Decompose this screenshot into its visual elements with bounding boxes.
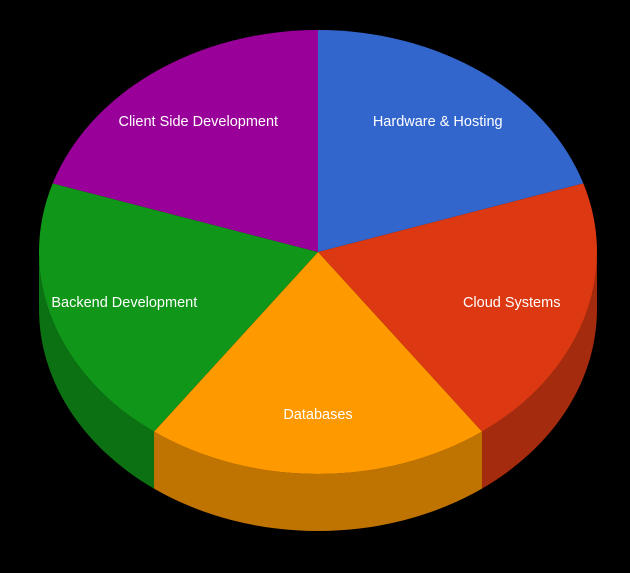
- pie-sides: [39, 252, 597, 531]
- slice-label-2: Databases: [283, 407, 352, 423]
- slice-label-1: Cloud Systems: [463, 295, 561, 311]
- slice-side-1: [481, 252, 597, 489]
- slice-label-3: Backend Development: [51, 295, 197, 311]
- slice-1[interactable]: [318, 183, 597, 432]
- slice-0[interactable]: [318, 30, 584, 252]
- slice-label-0: Hardware & Hosting: [373, 114, 503, 130]
- slice-4[interactable]: [52, 30, 318, 252]
- slice-side-3: [39, 252, 155, 489]
- slice-2[interactable]: [154, 252, 482, 474]
- slice-label-4: Client Side Development: [118, 114, 278, 130]
- pie-slices: [38, 30, 597, 474]
- slice-side-2: [154, 431, 482, 531]
- slice-3[interactable]: [38, 183, 318, 432]
